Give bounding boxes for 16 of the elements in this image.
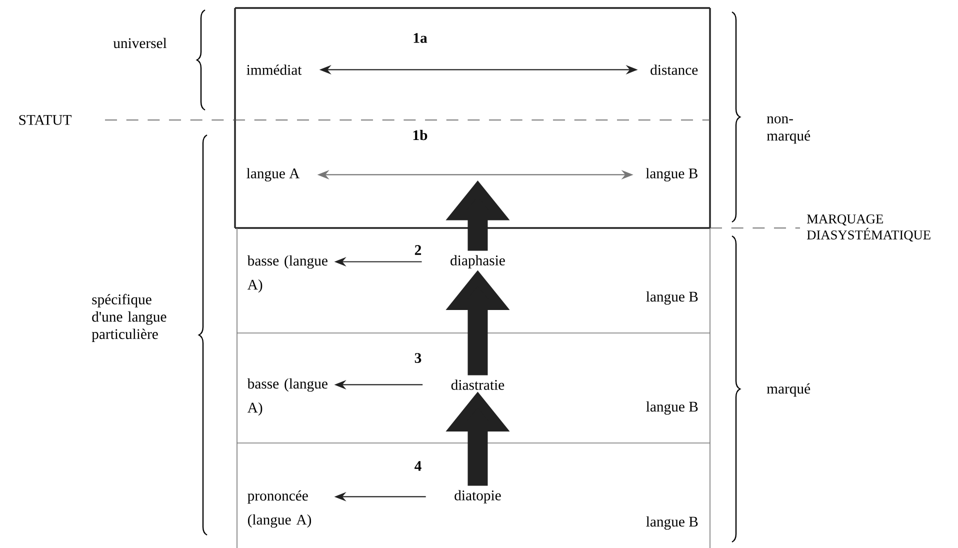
term-label: langue A: [246, 168, 300, 182]
side-label: marqué: [766, 383, 810, 397]
term-label: diatopie: [454, 490, 501, 504]
side-label: MARQUAGE DIASYSTÉMATIQUE: [806, 214, 930, 242]
side-label: spécifique d'une langue particulière: [92, 294, 166, 342]
side-label: non-marqué: [766, 116, 810, 144]
term-label: basse (langue A): [247, 255, 328, 293]
term-label: langue B: [646, 168, 698, 182]
side-label: universel: [113, 38, 167, 48]
term-label: prononcée (langue A): [248, 490, 312, 528]
term-label: diaphasie: [450, 255, 505, 268]
term-label: distance: [650, 64, 698, 75]
term-label: diastratie: [451, 380, 504, 390]
term-label: basse (langue A): [247, 378, 328, 416]
side-label: STATUT: [19, 115, 72, 125]
term-label: immédiat: [246, 64, 302, 75]
